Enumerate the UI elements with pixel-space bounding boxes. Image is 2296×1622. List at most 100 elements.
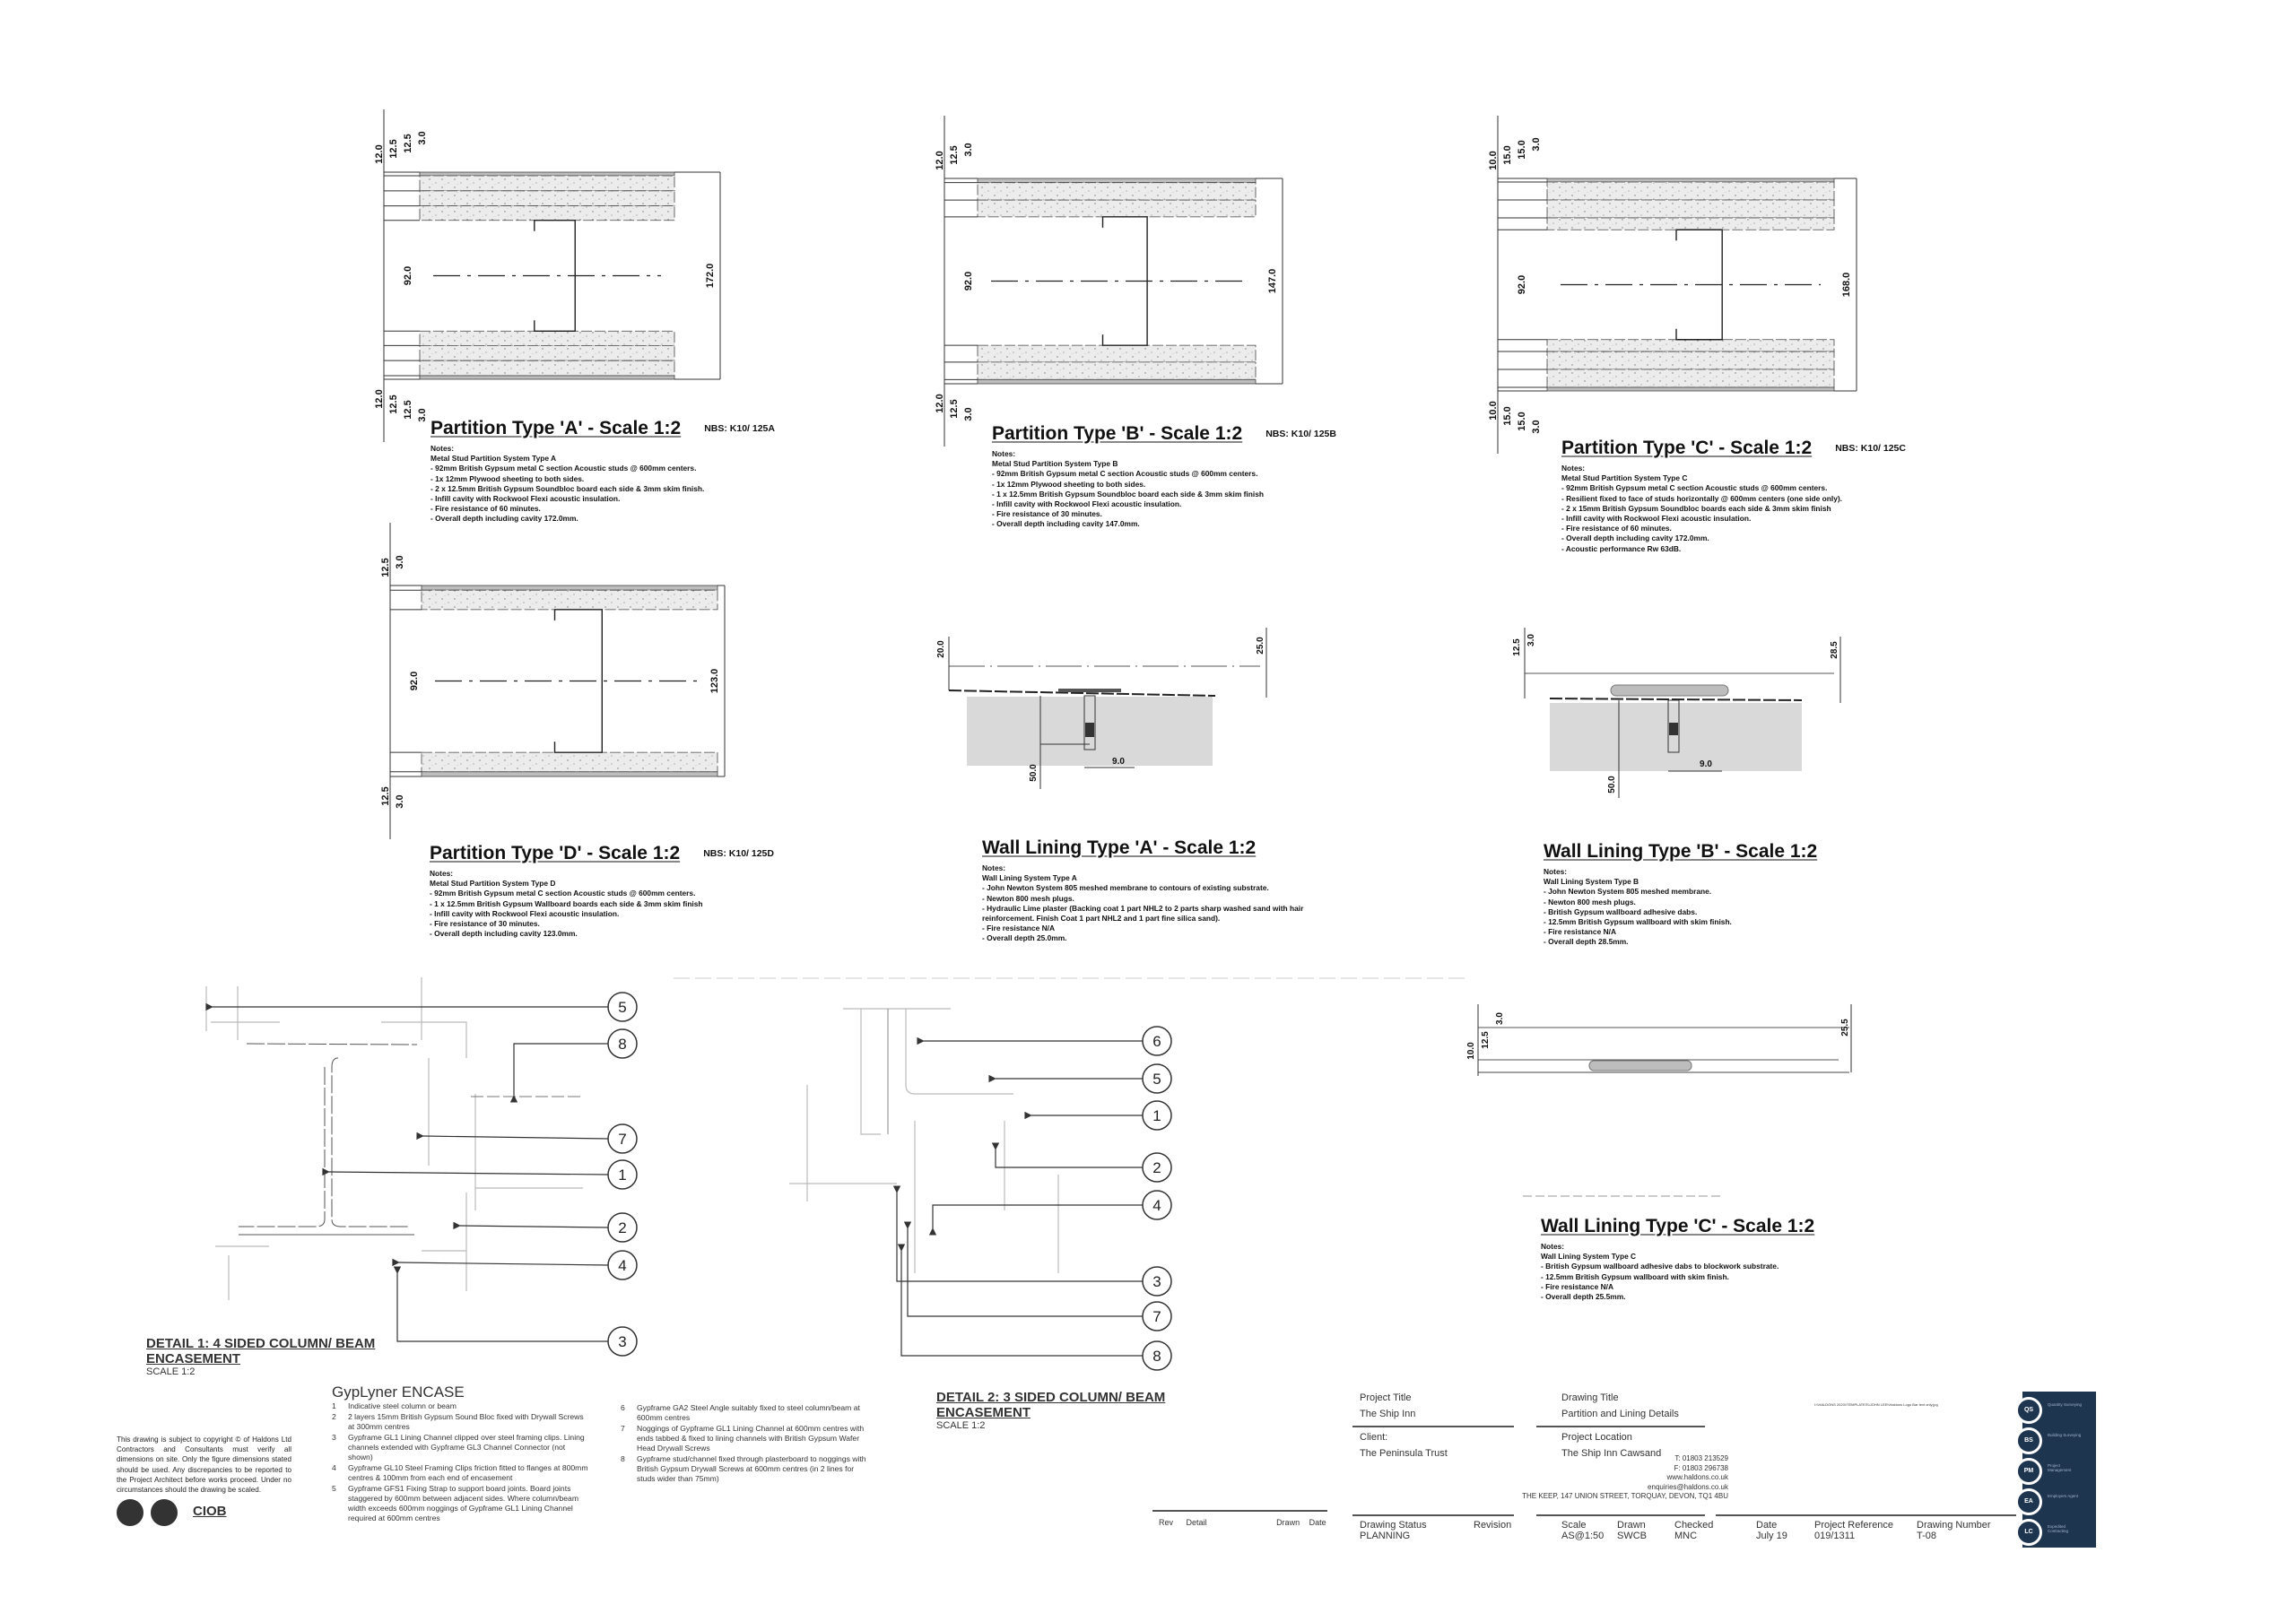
divider xyxy=(1352,1426,1514,1427)
overall-dimension-label: 172.0 xyxy=(705,264,716,289)
dimension-label: 12.5 xyxy=(380,786,391,805)
detail-1-title: DETAIL 1: 4 SIDED COLUMN/ BEAM xyxy=(146,1336,376,1351)
revision-label: Revision xyxy=(1474,1520,1512,1531)
dimension-label: 50.0 xyxy=(1607,776,1617,794)
callout-circle xyxy=(607,1028,638,1059)
logo-badge-icon: PM xyxy=(2015,1458,2042,1485)
copyright-notice: This drawing is subject to copyright © o… xyxy=(117,1436,291,1495)
callout-circle xyxy=(607,1250,638,1280)
lining-a-caption: Wall Lining Type 'A' - Scale 1:2 Notes:W… xyxy=(982,837,1303,944)
dimension-label: 12.0 xyxy=(374,144,385,163)
note-line: - 92mm British Gypsum metal C section Ac… xyxy=(430,464,697,473)
dimension-label: 3.0 xyxy=(1531,137,1542,151)
partition-a-notes: Notes:Metal Stud Partition System Type A… xyxy=(430,444,775,525)
note-line: - Infill cavity with Rockwool Flexi acou… xyxy=(430,494,621,504)
website-link[interactable]: www.haldons.co.uk xyxy=(1666,1473,1728,1481)
date-value: July 19 xyxy=(1756,1531,1787,1541)
drawn-label: Drawn xyxy=(1617,1520,1646,1531)
fax: F: 01803 296738 xyxy=(1674,1463,1729,1472)
skim-layer xyxy=(421,585,718,591)
mesh-plug xyxy=(1083,695,1096,750)
board-layer xyxy=(977,344,1257,363)
note-line: - 12.5mm British Gypsum wallboard with s… xyxy=(1541,1271,1729,1281)
drawn-block: Drawn SWCB xyxy=(1617,1520,1647,1541)
note-line: - Newton 800 mesh plugs. xyxy=(1544,897,1636,906)
board-layer xyxy=(977,182,1257,201)
divider xyxy=(1716,1514,2016,1516)
dimension-label: 9.0 xyxy=(1700,759,1712,769)
skim-layer xyxy=(419,171,675,177)
callout-number: 3 xyxy=(618,1333,626,1350)
partition-c-notes: Notes:Metal Stud Partition System Type C… xyxy=(1561,464,1906,554)
dimension-label: 3.0 xyxy=(1495,1012,1505,1025)
legend-number: 2 xyxy=(332,1412,336,1421)
note-line: - Overall depth including cavity 172.0mm… xyxy=(1561,533,1709,543)
note-line: - Overall depth 25.5mm. xyxy=(1541,1292,1626,1302)
ciob-logo: CIOB xyxy=(193,1504,227,1519)
membrane xyxy=(948,690,1216,697)
notes-label: Notes: xyxy=(430,869,454,878)
email-link[interactable]: enquiries@haldons.co.uk xyxy=(1648,1482,1728,1491)
note-line: - Overall depth including cavity 123.0mm… xyxy=(430,929,578,939)
dimension-label: 15.0 xyxy=(1517,412,1527,430)
partition-c-title: Partition Type 'C' - Scale 1:2 xyxy=(1561,438,1813,458)
client-block: Client: The Peninsula Trust xyxy=(1360,1432,1448,1459)
note-line: - 2 x 12.5mm British Gypsum Soundbloc bo… xyxy=(430,483,705,493)
note-line: - Overall depth 28.5mm. xyxy=(1544,937,1629,947)
dimension-label: 10.0 xyxy=(1488,401,1499,420)
drawn-header: Drawn xyxy=(1276,1518,1300,1527)
core-dimension-label: 92.0 xyxy=(409,672,420,690)
legend-number: 1 xyxy=(332,1401,336,1410)
project-title-label: Project Title xyxy=(1360,1392,1412,1403)
dimension-label: 10.0 xyxy=(1488,151,1499,169)
skim-layer xyxy=(419,375,675,380)
checked-label: Checked xyxy=(1674,1520,1714,1531)
detail-1-title-line2: ENCASEMENT xyxy=(146,1351,241,1366)
plug-thread xyxy=(1085,723,1094,737)
callout-leader xyxy=(892,1185,1143,1282)
callout-leader xyxy=(322,1167,609,1176)
note-line: - Fire resistance N/A xyxy=(1544,927,1616,937)
checked-block: Checked MNC xyxy=(1674,1520,1713,1541)
legend-number: 7 xyxy=(621,1424,625,1433)
callout-circle xyxy=(1142,1026,1172,1056)
core-dimension-label: 92.0 xyxy=(1517,275,1527,294)
note-line: - Newton 800 mesh plugs. xyxy=(982,893,1074,903)
project-location-label: Project Location xyxy=(1561,1432,1632,1443)
note-line: Metal Stud Partition System Type C xyxy=(1561,473,1688,483)
framing-channels xyxy=(205,977,583,1300)
dimension-label: 12.5 xyxy=(949,399,960,418)
note-line: - Acoustic performance Rw 63dB. xyxy=(1561,543,1682,553)
callout-leader xyxy=(928,1204,1143,1236)
skim-layer xyxy=(1546,178,1835,183)
drawing-number: T-08 xyxy=(1917,1531,1937,1541)
gyplyner-heading: GypLyner ENCASE xyxy=(332,1383,465,1401)
dimension-label: 12.5 xyxy=(949,145,960,164)
detail-2-title: DETAIL 2: 3 SIDED COLUMN/ BEAM xyxy=(936,1390,1166,1405)
drawing-status: PLANNING xyxy=(1360,1531,1411,1541)
project-location-block: Project Location The Ship Inn Cawsand xyxy=(1561,1432,1661,1459)
note-line: - 92mm British Gypsum metal C section Ac… xyxy=(1561,483,1828,493)
partition-b-title: Partition Type 'B' - Scale 1:2 xyxy=(992,423,1243,444)
skim-layer xyxy=(1546,386,1835,392)
checked-value: MNC xyxy=(1674,1531,1698,1541)
revision-divider xyxy=(1152,1510,1327,1512)
dimension-label: 3.0 xyxy=(963,143,974,156)
date-header: Date xyxy=(1309,1518,1326,1527)
note-line: - Infill cavity with Rockwool Flexi acou… xyxy=(992,499,1182,509)
notes-label: Notes: xyxy=(1561,464,1586,473)
overall-dimension-label: 168.0 xyxy=(1841,273,1852,298)
note-line: - Resilient fixed to face of studs horiz… xyxy=(1561,493,1842,503)
board-layer xyxy=(1546,351,1835,370)
callout-leader xyxy=(392,1258,609,1267)
drawing-title-block: Drawing Title Partition and Lining Detai… xyxy=(1561,1392,1679,1419)
callout-number: 2 xyxy=(1152,1159,1161,1176)
dimension-label: 3.0 xyxy=(395,555,405,568)
substrate xyxy=(1550,703,1802,771)
